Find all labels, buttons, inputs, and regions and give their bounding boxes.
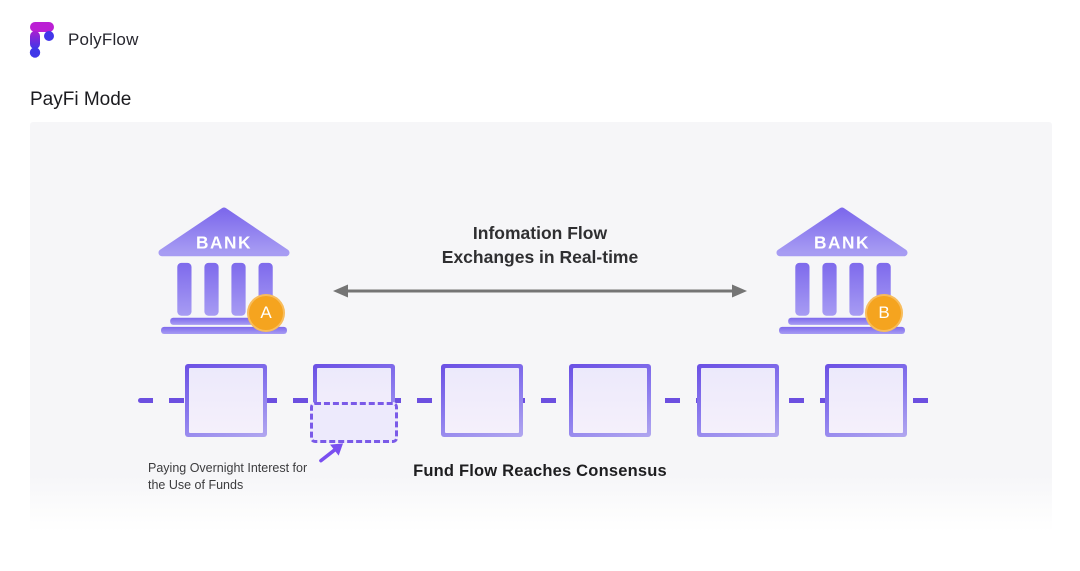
blockchain-block — [441, 364, 523, 437]
page-title: PayFi Mode — [30, 89, 132, 110]
information-flow-line1: Infomation Flow — [472, 223, 608, 243]
block-body — [829, 368, 903, 433]
polyflow-logo-icon — [28, 22, 58, 58]
double-arrow-icon — [333, 284, 747, 303]
bank-b-label: BANK — [814, 233, 870, 253]
interest-dashed-box — [310, 402, 398, 443]
block-body — [189, 368, 263, 433]
bank-a-label: BANK — [196, 233, 252, 253]
interest-caption-line1: Paying Overnight Interest for — [148, 461, 308, 475]
blockchain-block — [825, 364, 907, 437]
block-body — [445, 368, 519, 433]
interest-caption-line2: the Use of Funds — [148, 478, 244, 492]
blockchain-block — [569, 364, 651, 437]
bank-a-badge: A — [247, 294, 285, 332]
block-body — [701, 368, 775, 433]
blockchain-row — [185, 364, 907, 443]
bank-a: BANK A — [158, 206, 290, 334]
blockchain-block — [697, 364, 779, 437]
information-flow-caption: Infomation Flow Exchanges in Real-time — [330, 221, 750, 269]
blockchain-block — [185, 364, 267, 437]
consensus-caption: Fund Flow Reaches Consensus — [413, 462, 667, 480]
chain-dashed-line — [138, 398, 942, 403]
polyflow-logo: PolyFlow — [28, 22, 139, 58]
information-flow-line2: Exchanges in Real-time — [441, 247, 639, 267]
bank-b-badge: B — [865, 294, 903, 332]
block-body — [573, 368, 647, 433]
payfi-diagram-panel: BANK A BANK B — [30, 122, 1052, 532]
interest-caption: Paying Overnight Interest for the Use of… — [148, 460, 338, 494]
bank-b: BANK B — [776, 206, 908, 334]
blockchain-block — [310, 364, 398, 443]
pointer-arrow-icon — [315, 436, 349, 473]
bank-icon: BANK — [776, 207, 908, 334]
polyflow-logo-text: PolyFlow — [68, 30, 139, 49]
